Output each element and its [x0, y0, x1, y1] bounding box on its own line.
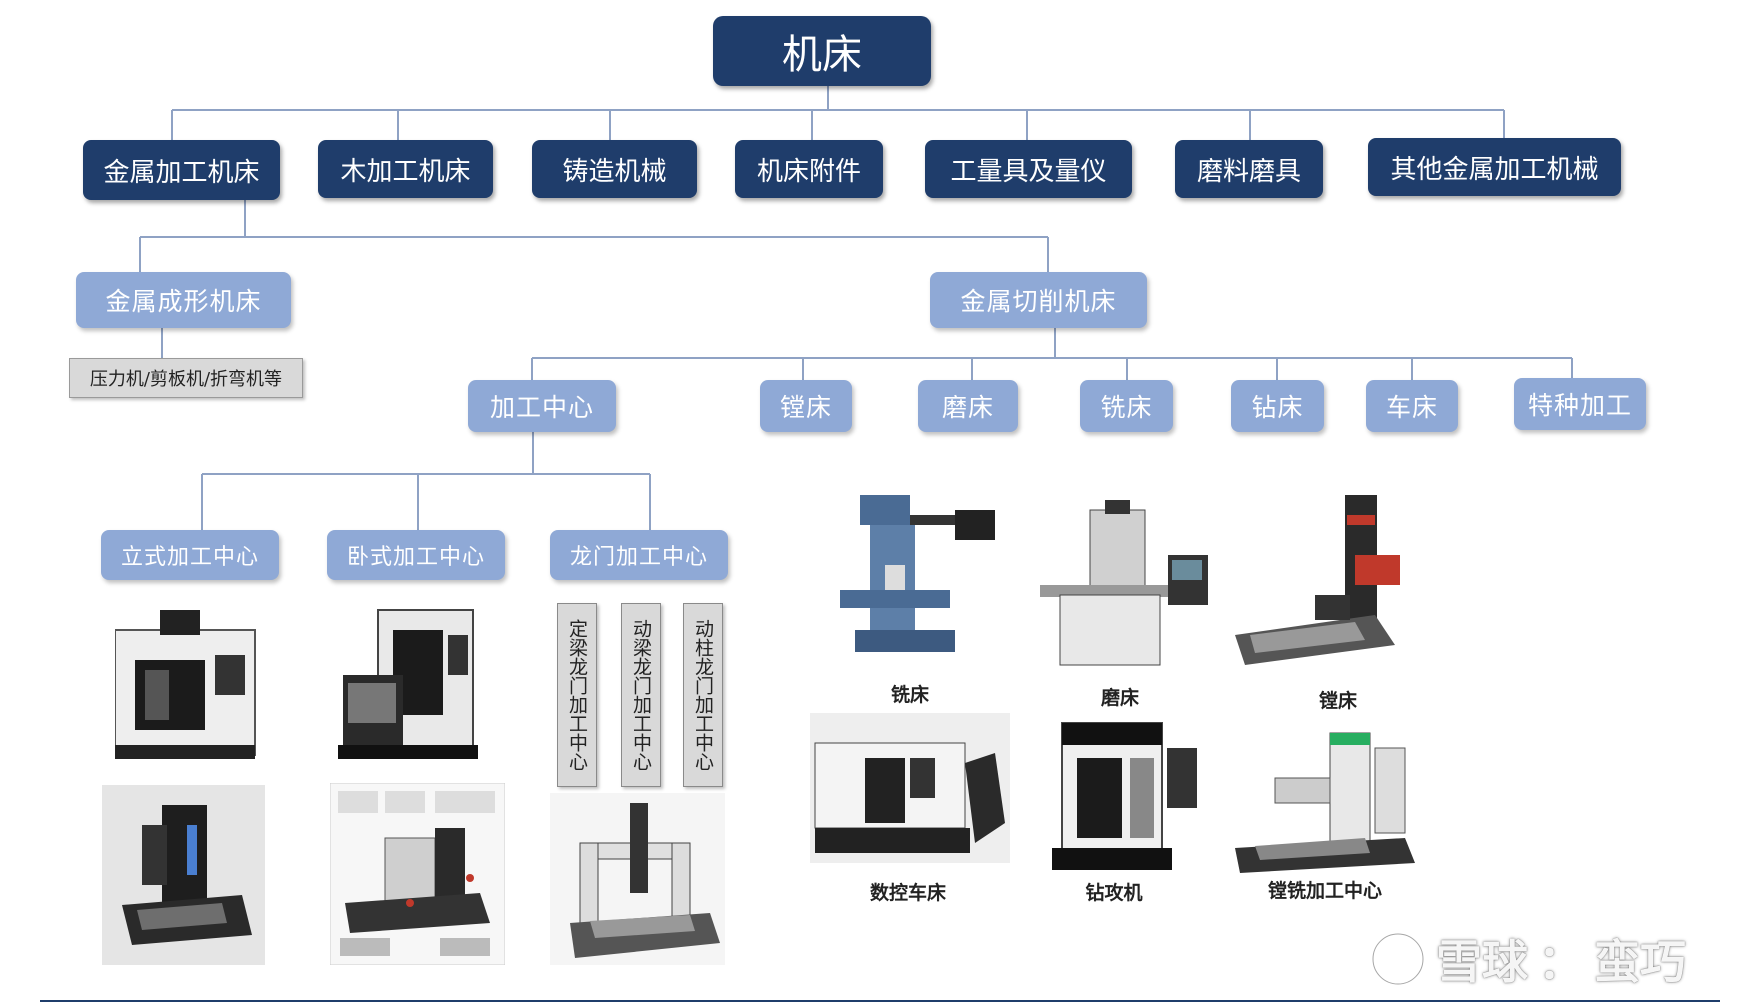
watermark-author: 蛮巧: [1594, 935, 1686, 989]
bottom-rule: [40, 1000, 1720, 1002]
category-metal-machine-tools: 金属加工机床: [83, 140, 280, 200]
horizontal-mc-structure-image: [330, 783, 505, 965]
node-moving-beam-gantry: 动梁龙门加工中心: [621, 603, 661, 787]
boring-milling-center-image: [1235, 732, 1415, 873]
category-other-metalworking: 其他金属加工机械: [1368, 138, 1621, 196]
category-machine-tool-accessories: 机床附件: [735, 140, 883, 198]
node-moving-column-gantry: 动柱龙门加工中心: [683, 603, 723, 787]
node-metal-cutting: 金属切削机床: [930, 272, 1147, 328]
node-milling-machine: 铣床: [1080, 380, 1173, 432]
node-horizontal-mc: 卧式加工中心: [327, 530, 505, 580]
category-measuring-tools: 工量具及量仪: [925, 140, 1132, 198]
category-casting-machinery: 铸造机械: [532, 140, 697, 198]
node-gantry-mc: 龙门加工中心: [550, 530, 728, 580]
boring-machine-image: [1235, 495, 1400, 665]
grinding-machine-image: [1040, 500, 1208, 666]
watermark-separator: ：: [1538, 935, 1584, 989]
node-lathe: 车床: [1366, 380, 1458, 432]
milling-machine-image: [840, 495, 995, 652]
vertical-mc-image: [115, 610, 256, 759]
caption-boring-machine: 镗床: [1318, 690, 1358, 712]
watermark: 雪球 ： 蛮巧: [1370, 925, 1686, 993]
drilling-tapping-machine-image: [1052, 722, 1197, 870]
watermark-brand: 雪球: [1436, 935, 1528, 989]
caption-drilling-tapping: 钻攻机: [1085, 882, 1143, 904]
node-vertical-mc: 立式加工中心: [101, 530, 279, 580]
caption-boring-milling-center: 镗铣加工中心: [1267, 880, 1383, 902]
category-woodworking-machines: 木加工机床: [318, 140, 493, 198]
node-drilling-machine: 钻床: [1231, 380, 1324, 432]
node-fixed-beam-gantry: 定梁龙门加工中心: [557, 603, 597, 787]
snowball-logo-icon: [1370, 931, 1426, 987]
node-metal-forming: 金属成形机床: [76, 272, 291, 328]
node-forming-examples: 压力机/剪板机/折弯机等: [69, 358, 303, 398]
horizontal-mc-image: [338, 609, 478, 759]
node-machining-center: 加工中心: [468, 380, 616, 432]
caption-cnc-lathe: 数控车床: [869, 882, 947, 904]
node-boring-machine: 镗床: [760, 380, 852, 432]
vertical-mc-structure-image: [102, 785, 265, 965]
caption-grinding-machine: 磨床: [1100, 687, 1140, 709]
node-special-machining: 特种加工: [1514, 378, 1646, 430]
category-abrasives: 磨料磨具: [1175, 140, 1323, 198]
cnc-lathe-image: [810, 713, 1010, 863]
gantry-mc-image: [550, 793, 725, 965]
caption-milling-machine: 铣床: [890, 684, 930, 706]
node-grinding-machine: 磨床: [918, 380, 1018, 432]
root-node: 机床: [713, 16, 931, 86]
